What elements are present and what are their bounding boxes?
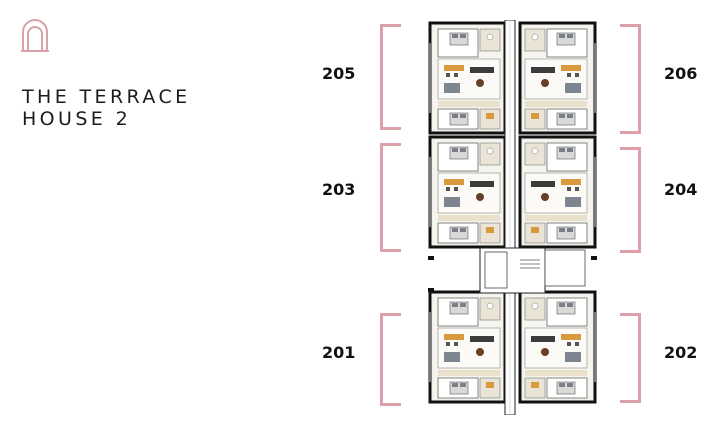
title-line-2: HOUSE 2 xyxy=(22,108,132,130)
bracket-201 xyxy=(380,313,401,406)
unit-label-201: 201 xyxy=(322,343,356,362)
bracket-205 xyxy=(380,24,401,130)
page-title: THE TERRACE HOUSE 2 xyxy=(22,86,191,130)
unit-label-205: 205 xyxy=(322,64,356,83)
unit-label-204: 204 xyxy=(664,180,698,199)
title-line-1: THE TERRACE xyxy=(22,86,191,108)
arch-gate-icon xyxy=(21,19,49,52)
unit-label-202: 202 xyxy=(664,343,698,362)
bracket-204 xyxy=(620,147,641,253)
floor-plan xyxy=(428,20,597,415)
bracket-203 xyxy=(380,143,401,252)
bracket-202 xyxy=(620,313,641,403)
bracket-206 xyxy=(620,24,641,134)
unit-label-206: 206 xyxy=(664,64,698,83)
unit-label-203: 203 xyxy=(322,180,356,199)
